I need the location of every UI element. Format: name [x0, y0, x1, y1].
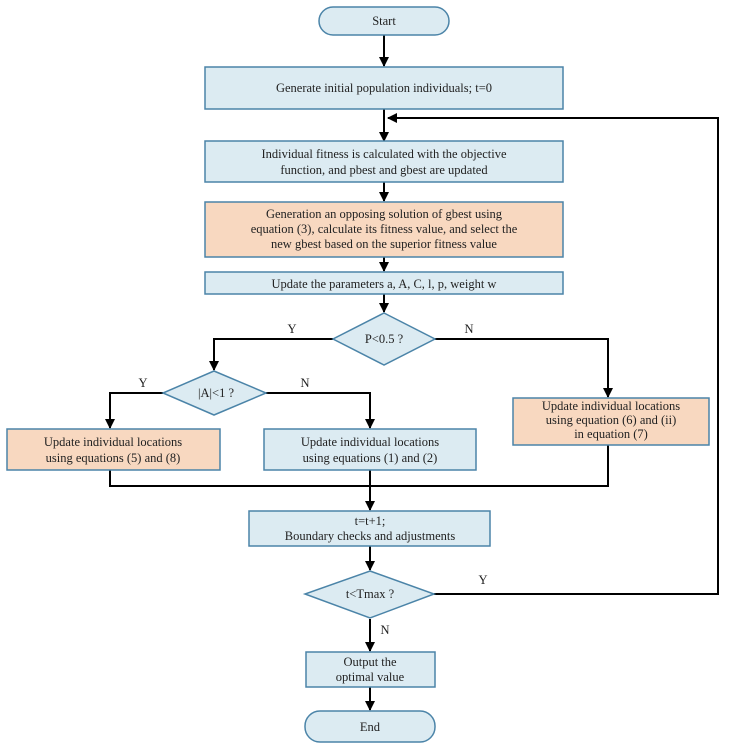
decision-a-no-label: N [300, 376, 309, 390]
step-fitness-line-1: Individual fitness is calculated with th… [261, 147, 507, 161]
step-loc67-line-2: using equation (6) and (ii) [546, 413, 677, 427]
step-fitness-line-2: function, and pbest and gbest are update… [280, 163, 488, 177]
decision-a: |A|<1 ? [161, 370, 268, 416]
arrow-t-yes-loop [387, 113, 719, 595]
step-opposing-line-2: equation (3), calculate its fitness valu… [251, 222, 518, 236]
decision-a-label: |A|<1 ? [198, 386, 234, 400]
decision-t-yes-label: Y [478, 573, 487, 587]
step-boundary: t=t+1; Boundary checks and adjustments [248, 510, 491, 547]
step-fitness: Individual fitness is calculated with th… [204, 140, 564, 183]
arrow-a-yes [105, 392, 163, 429]
step-loc58-line-2: using equations (5) and (8) [46, 451, 181, 465]
decision-t-no-label: N [380, 623, 389, 637]
start-terminal: Start [318, 6, 450, 36]
step-loc58: Update individual locations using equati… [6, 428, 221, 471]
connectors [105, 35, 719, 711]
step-output: Output the optimal value [305, 651, 436, 688]
arrow-p-no [435, 338, 613, 398]
step-params: Update the parameters a, A, C, l, p, wei… [204, 271, 564, 295]
decision-t: t<Tmax ? [302, 570, 437, 619]
step-loc58-line-1: Update individual locations [44, 435, 182, 449]
decision-p: P<0.5 ? [331, 312, 437, 366]
end-terminal: End [304, 710, 436, 743]
decision-t-label: t<Tmax ? [346, 587, 395, 601]
step-init-line-1: Generate initial population individuals;… [276, 81, 492, 95]
step-boundary-line-1: t=t+1; [355, 514, 386, 528]
step-boundary-line-2: Boundary checks and adjustments [285, 529, 456, 543]
step-init: Generate initial population individuals;… [204, 66, 564, 110]
step-params-line-1: Update the parameters a, A, C, l, p, wei… [272, 277, 497, 291]
step-opposing: Generation an opposing solution of gbest… [204, 201, 564, 258]
step-loc12-line-1: Update individual locations [301, 435, 439, 449]
step-loc12: Update individual locations using equati… [263, 428, 477, 471]
step-opposing-line-3: new gbest based on the superior fitness … [271, 237, 497, 251]
decision-p-label: P<0.5 ? [365, 332, 404, 346]
step-loc12-line-2: using equations (1) and (2) [303, 451, 438, 465]
merge-line [109, 445, 609, 487]
step-loc67: Update individual locations using equati… [512, 397, 710, 446]
decision-p-no-label: N [464, 322, 473, 336]
decision-a-yes-label: Y [138, 376, 147, 390]
decision-p-yes-label: Y [287, 322, 296, 336]
step-output-line-2: optimal value [336, 670, 405, 684]
step-output-line-1: Output the [343, 655, 397, 669]
end-label: End [360, 720, 381, 734]
start-label: Start [372, 14, 396, 28]
step-loc67-line-3: in equation (7) [574, 427, 648, 441]
arrow-p-yes [209, 338, 333, 371]
step-loc67-line-1: Update individual locations [542, 399, 680, 413]
step-opposing-line-1: Generation an opposing solution of gbest… [266, 207, 503, 221]
arrow-a-no [266, 392, 375, 429]
